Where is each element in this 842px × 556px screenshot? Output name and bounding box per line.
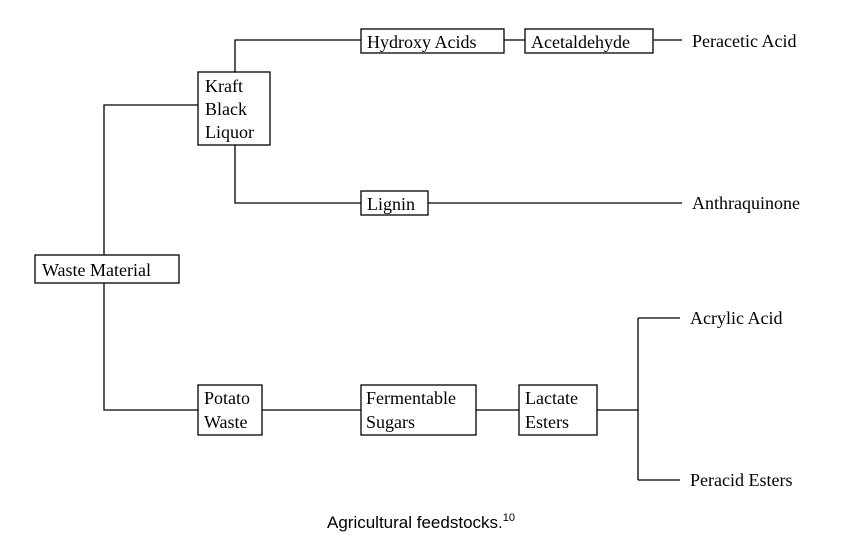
node-label: Esters: [525, 412, 569, 432]
node-lignin: Lignin: [360, 190, 429, 216]
caption-text: Agricultural feedstocks.: [327, 513, 503, 532]
node-label: Acetaldehyde: [531, 32, 630, 52]
node-acrylic-acid: Acrylic Acid: [690, 308, 782, 328]
node-peracetic-acid: Peracetic Acid: [692, 31, 796, 51]
node-potato-waste: Potato Waste: [197, 384, 263, 436]
edge-kraft-to-lignin: [234, 145, 361, 204]
node-label: Fermentable: [366, 388, 456, 408]
caption-reference: 10: [502, 512, 515, 524]
node-label: Waste Material: [42, 260, 151, 280]
node-acetaldehyde: Acetaldehyde: [524, 28, 654, 54]
node-kraft-black-liquor: Kraft Black Liquor: [197, 71, 271, 146]
figure-caption: Agricultural feedstocks.10: [0, 512, 842, 533]
node-label: Black: [205, 99, 247, 119]
node-waste-material: Waste Material: [34, 254, 180, 284]
edge-waste-to-kraft: [103, 104, 198, 255]
node-label: Liquor: [205, 122, 254, 142]
node-label: Potato: [204, 388, 250, 408]
connectors: [103, 39, 682, 481]
edge-kraft-to-hydroxy: [234, 39, 361, 72]
node-anthraquinone: Anthraquinone: [692, 193, 800, 213]
node-fermentable-sugars: Fermentable Sugars: [360, 384, 477, 436]
node-label: Lignin: [367, 194, 415, 214]
node-hydroxy-acids: Hydroxy Acids: [360, 28, 505, 54]
node-label: Lactate: [525, 388, 578, 408]
node-label: Hydroxy Acids: [367, 32, 477, 52]
edge-waste-to-potato: [103, 283, 198, 411]
node-label: Kraft: [205, 76, 243, 96]
node-label: Waste: [204, 412, 248, 432]
node-peracid-esters: Peracid Esters: [690, 470, 792, 490]
node-lactate-esters: Lactate Esters: [518, 384, 598, 436]
node-label: Sugars: [366, 412, 415, 432]
